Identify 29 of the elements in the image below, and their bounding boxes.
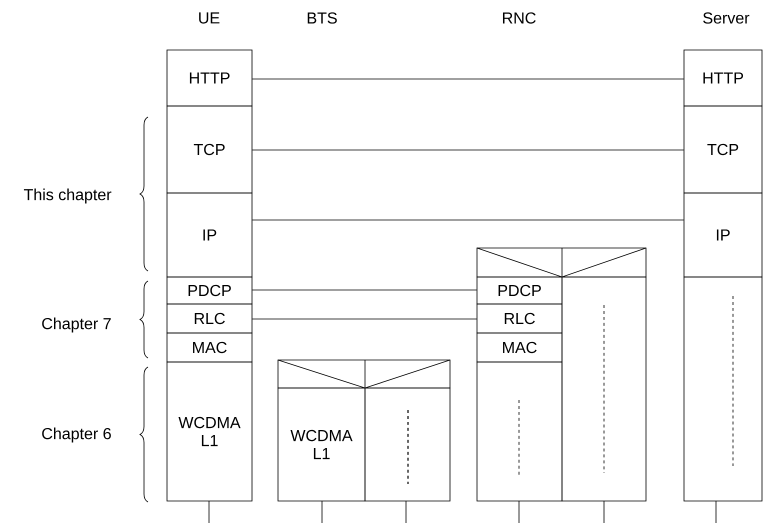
protocol-layer-box: IP [684,192,762,278]
chapter-label: Chapter 7 [42,318,111,332]
column-header: UE [199,12,220,24]
protocol-layer-box: RLC [166,304,252,334]
protocol-layer-box: TCP [166,106,252,194]
protocol-layer-box: PDCP [166,276,252,304]
protocol-layer-box: WCDMA L1 [278,388,366,502]
column-header: BTS [308,12,337,24]
stack-box [562,276,646,502]
peer-line [252,318,477,320]
column-header: Server [703,12,750,24]
relay-box [476,248,646,278]
protocol-layer-box: HTTP [166,50,252,106]
stack-box [684,276,762,502]
column-header: RNC [502,12,536,24]
protocol-layer-box: HTTP [684,50,762,106]
protocol-layer-box: PDCP [476,276,562,304]
stack-box [364,388,450,502]
protocol-layer-box: TCP [684,106,762,194]
protocol-layer-box: MAC [476,332,562,362]
protocol-layer-box: RLC [476,304,562,334]
stack-box [476,362,562,502]
protocol-layer-box: IP [166,192,252,278]
relay-box [278,360,450,388]
protocol-layer-box: WCDMA L1 [166,362,252,502]
protocol-layer-box: MAC [166,332,252,362]
chapter-label: This chapter [24,188,112,204]
chapter-label: Chapter 6 [42,428,111,442]
peer-line [252,78,684,80]
